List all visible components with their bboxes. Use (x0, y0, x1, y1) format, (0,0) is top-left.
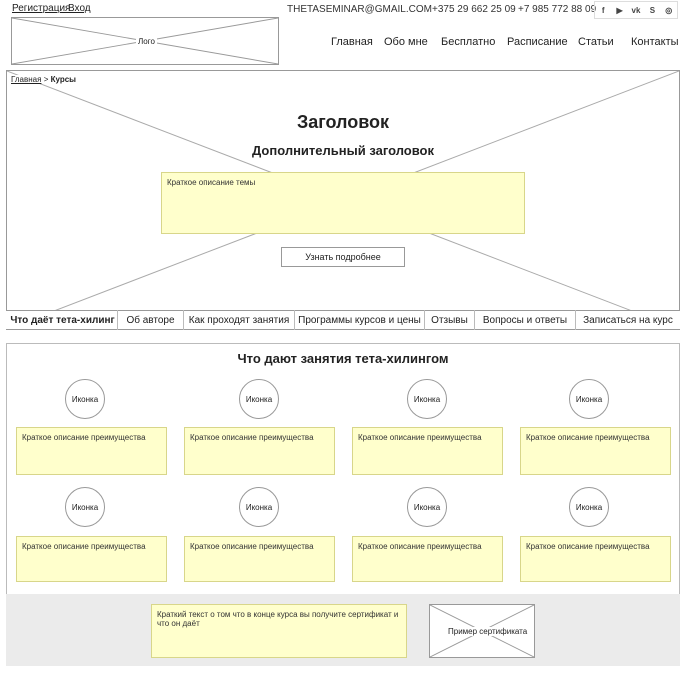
nav-schedule[interactable]: Расписание (507, 36, 568, 48)
benefit-2-icon: Иконка (239, 379, 279, 419)
benefit-7-text: Краткое описание преимущества (352, 536, 503, 582)
hero-title: Заголовок (292, 112, 394, 132)
hero-description: Краткое описание темы (161, 172, 525, 234)
benefit-3-icon: Иконка (407, 379, 447, 419)
certificate-example-label: Пример сертификата (446, 627, 530, 636)
logo[interactable]: Лого (11, 17, 279, 65)
benefit-1-text: Краткое описание преимущества (16, 427, 167, 475)
login-link[interactable]: Вход (68, 3, 91, 14)
tab-faq[interactable]: Вопросы и ответы (475, 310, 576, 330)
breadcrumb-separator: > (43, 75, 49, 84)
register-link[interactable]: Регистрация (12, 3, 71, 14)
learn-more-button[interactable]: Узнать подробнее (281, 247, 405, 267)
benefit-8-text: Краткое описание преимущества (520, 536, 671, 582)
section-tabs (6, 310, 680, 330)
phone-2: +7 985 772 88 09 (518, 4, 597, 15)
social-bar: f ▶ vk S ◎ (594, 1, 678, 19)
tab-reviews[interactable]: Отзывы (425, 310, 475, 330)
benefit-5-icon: Иконка (65, 487, 105, 527)
hero-title-wrap: Заголовок (0, 112, 686, 133)
hero-subtitle-wrap: Дополнительный заголовок (0, 142, 686, 160)
vk-icon[interactable]: vk (631, 5, 641, 15)
nav-articles[interactable]: Статьи (578, 36, 614, 48)
youtube-icon[interactable]: ▶ (616, 5, 623, 15)
benefit-6-icon: Иконка (239, 487, 279, 527)
benefit-4-icon: Иконка (569, 379, 609, 419)
email-text: THETASEMINAR@GMAIL.COM (287, 4, 432, 15)
benefits-title: Что дают занятия тета-хилингом (237, 351, 449, 366)
benefit-8-icon: Иконка (569, 487, 609, 527)
benefits-section (6, 343, 680, 594)
benefit-6-text: Краткое описание преимущества (184, 536, 335, 582)
breadcrumb-current: Курсы (50, 75, 76, 84)
benefit-5-text: Краткое описание преимущества (16, 536, 167, 582)
tab-author[interactable]: Об авторе (118, 310, 184, 330)
tab-signup[interactable]: Записаться на курс (583, 314, 673, 326)
hero-subtitle: Дополнительный заголовок (247, 143, 438, 158)
tab-benefits[interactable]: Что даёт тета-хилинг (8, 310, 118, 330)
instagram-icon[interactable]: ◎ (665, 5, 673, 15)
skype-icon[interactable]: S (649, 5, 656, 15)
benefit-2-text: Краткое описание преимущества (184, 427, 335, 475)
facebook-icon[interactable]: f (601, 5, 605, 15)
logo-label: Лого (136, 37, 157, 46)
certificate-text: Краткий текст о том что в конце курса вы… (151, 604, 407, 658)
benefit-3-text: Краткое описание преимущества (352, 427, 503, 475)
benefit-4-text: Краткое описание преимущества (520, 427, 671, 475)
certificate-example[interactable]: Пример сертификата (429, 604, 535, 658)
benefit-1-icon: Иконка (65, 379, 105, 419)
tab-classes[interactable]: Как проходят занятия (184, 310, 295, 330)
benefit-7-icon: Иконка (407, 487, 447, 527)
nav-home[interactable]: Главная (331, 36, 373, 48)
breadcrumb-home[interactable]: Главная (11, 75, 42, 84)
phone-1: +375 29 662 25 09 (432, 4, 516, 15)
nav-free[interactable]: Бесплатно (441, 36, 496, 48)
nav-contacts[interactable]: Контакты (631, 36, 679, 48)
breadcrumb: Главная > Курсы (11, 75, 76, 84)
tab-programs[interactable]: Программы курсов и цены (295, 310, 425, 330)
nav-about[interactable]: Обо мне (384, 36, 428, 48)
